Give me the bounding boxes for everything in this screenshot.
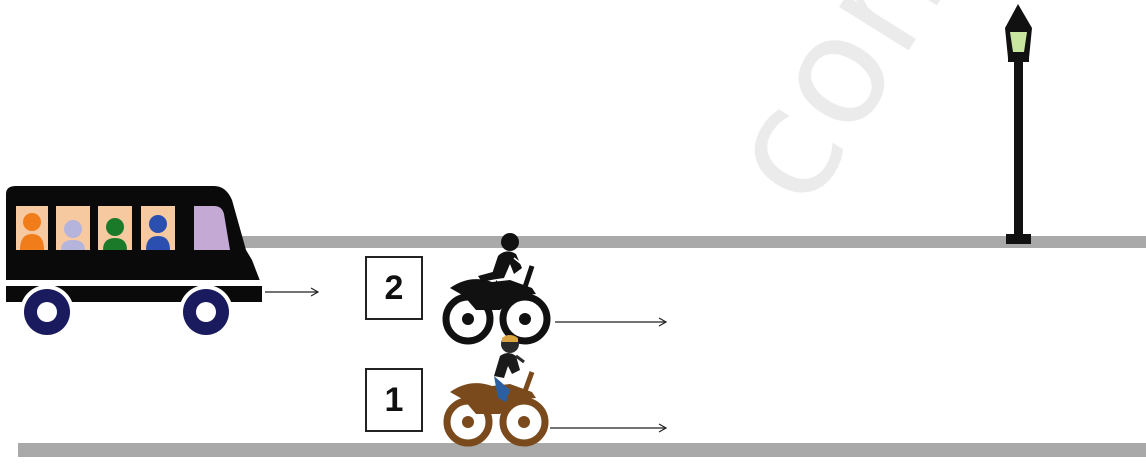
motorbike-icon (443, 335, 549, 447)
arrow-right-icon (550, 423, 668, 433)
lower-road-line (18, 443, 1146, 457)
label-box-vehicle-1: 1 (365, 368, 423, 432)
vehicle-2-number: 2 (384, 268, 404, 307)
motorbike-icon (442, 233, 551, 345)
bus-icon (6, 186, 262, 339)
arrow-right-icon (265, 287, 320, 297)
vehicle-1-number: 1 (384, 380, 404, 419)
upper-road-line (230, 236, 1146, 248)
street-lamp-icon (1005, 4, 1032, 244)
label-box-vehicle-2: 2 (365, 256, 423, 320)
arrow-right-icon (555, 317, 668, 327)
